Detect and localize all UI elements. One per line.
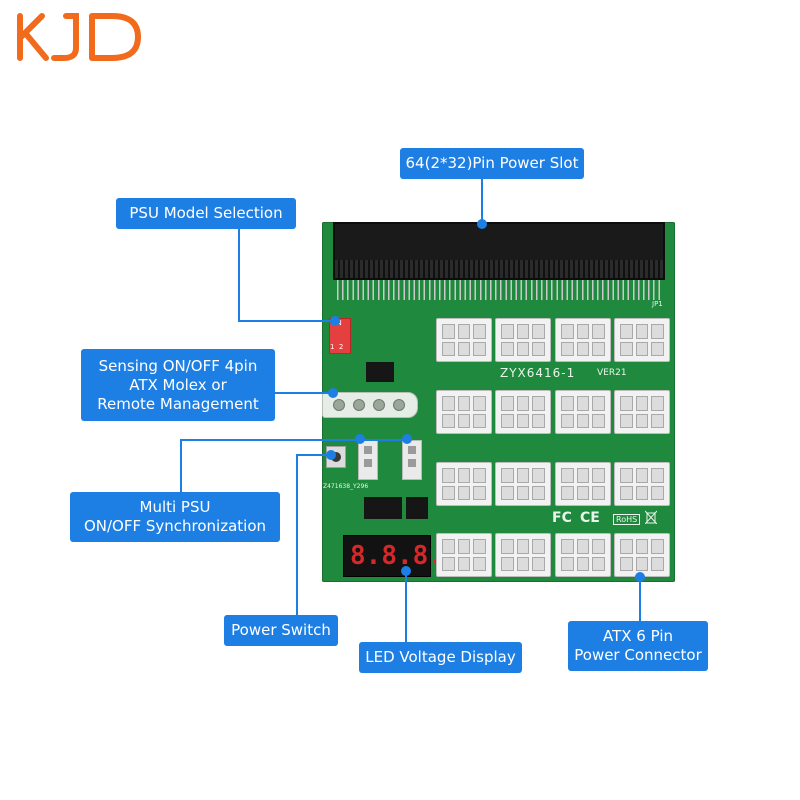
callout-atx-line-1: ATX 6 Pin [602, 627, 673, 645]
callout-multi-psu: Multi PSU ON/OFF Synchronization [70, 492, 280, 542]
weee-bin-icon [645, 510, 657, 524]
leader-dot-sensing [328, 388, 338, 398]
leader-line-power-slot [481, 179, 483, 225]
leader-line-power-switch-h [296, 454, 330, 456]
atx-6pin-connector [495, 318, 551, 362]
callout-atx-line-2: Power Connector [574, 646, 702, 664]
atx-6pin-connector [436, 318, 492, 362]
dip-number-label: 1 2 [330, 343, 344, 351]
leader-line-atx [639, 576, 641, 622]
atx-6pin-connector [555, 533, 611, 577]
atx-6pin-connector [614, 533, 670, 577]
led-voltage-display: 8. 8. 8. [343, 535, 444, 577]
atx-6pin-connector [436, 462, 492, 506]
atx-6pin-connector [614, 390, 670, 434]
sync-header-1 [358, 440, 378, 480]
logic-chip-2 [406, 497, 428, 519]
callout-multi-psu-line-2: ON/OFF Synchronization [83, 517, 267, 535]
atx-6pin-connector [555, 318, 611, 362]
callout-psu-model-text: PSU Model Selection [129, 204, 283, 222]
control-chip [366, 362, 394, 382]
display-digit-2: 8. [381, 541, 413, 571]
leader-dot-sync-2 [402, 434, 412, 444]
sync-header-2 [402, 440, 422, 480]
callout-power-slot-text: 64(2*32)Pin Power Slot [405, 154, 579, 172]
leader-dot-power-slot [477, 219, 487, 229]
board-model-label: ZYX6416-1 [500, 366, 576, 380]
logic-chip [364, 497, 402, 519]
callout-multi-psu-line-1: Multi PSU [139, 498, 211, 516]
callout-power-switch: Power Switch [224, 615, 338, 646]
rohs-mark: RoHS [613, 514, 641, 525]
slot-pins [337, 280, 663, 300]
leader-line-led-display [405, 570, 407, 644]
leader-line-sensing [274, 392, 332, 394]
leader-dot-power-switch [326, 450, 336, 460]
power-slot-64pin [333, 222, 665, 280]
atx-6pin-connector [495, 533, 551, 577]
callout-power-slot: 64(2*32)Pin Power Slot [400, 148, 584, 179]
part-label: Z471638_Y296 [323, 483, 369, 490]
callout-led-display: LED Voltage Display [359, 642, 522, 673]
atx-6pin-connector [614, 462, 670, 506]
callout-atx-connector: ATX 6 Pin Power Connector [568, 621, 708, 671]
fc-mark: FC [552, 510, 572, 526]
leader-line-psu-model [238, 229, 240, 321]
leader-dot-led-display [401, 566, 411, 576]
jp-label: JP1 [652, 300, 663, 308]
atx-6pin-connector [555, 390, 611, 434]
leader-dot-atx [635, 572, 645, 582]
dip-switch[interactable] [329, 318, 351, 354]
atx-6pin-connector [555, 462, 611, 506]
molex-4pin-connector [322, 392, 418, 418]
logo-letter-j [51, 13, 79, 61]
callout-psu-model: PSU Model Selection [116, 198, 296, 229]
brand-logo [17, 13, 141, 61]
callout-sensing-line-2: ATX Molex or [129, 375, 227, 394]
callout-led-display-text: LED Voltage Display [365, 648, 516, 666]
logo-letter-d [89, 13, 141, 61]
atx-6pin-connector [436, 390, 492, 434]
leader-line-power-switch [296, 454, 298, 616]
callout-sensing: Sensing ON/OFF 4pin ATX Molex or Remote … [81, 349, 275, 421]
ce-mark: CE [580, 510, 600, 526]
callout-power-switch-text: Power Switch [231, 621, 331, 639]
atx-6pin-connector [436, 533, 492, 577]
leader-dot-psu-model [330, 316, 340, 326]
display-digit-1: 8. [350, 541, 382, 571]
callout-sensing-line-1: Sensing ON/OFF 4pin [98, 356, 258, 375]
callout-sensing-line-3: Remote Management [97, 394, 259, 413]
leader-dot-sync-1 [355, 434, 365, 444]
board-version-label: VER21 [597, 368, 627, 378]
logo-letter-k [17, 13, 49, 61]
leader-line-multi-psu [180, 440, 182, 492]
leader-line-psu-model-h [238, 320, 334, 322]
leader-line-multi-psu-h [180, 439, 410, 441]
atx-6pin-connector [495, 390, 551, 434]
atx-6pin-connector [614, 318, 670, 362]
atx-6pin-connector [495, 462, 551, 506]
